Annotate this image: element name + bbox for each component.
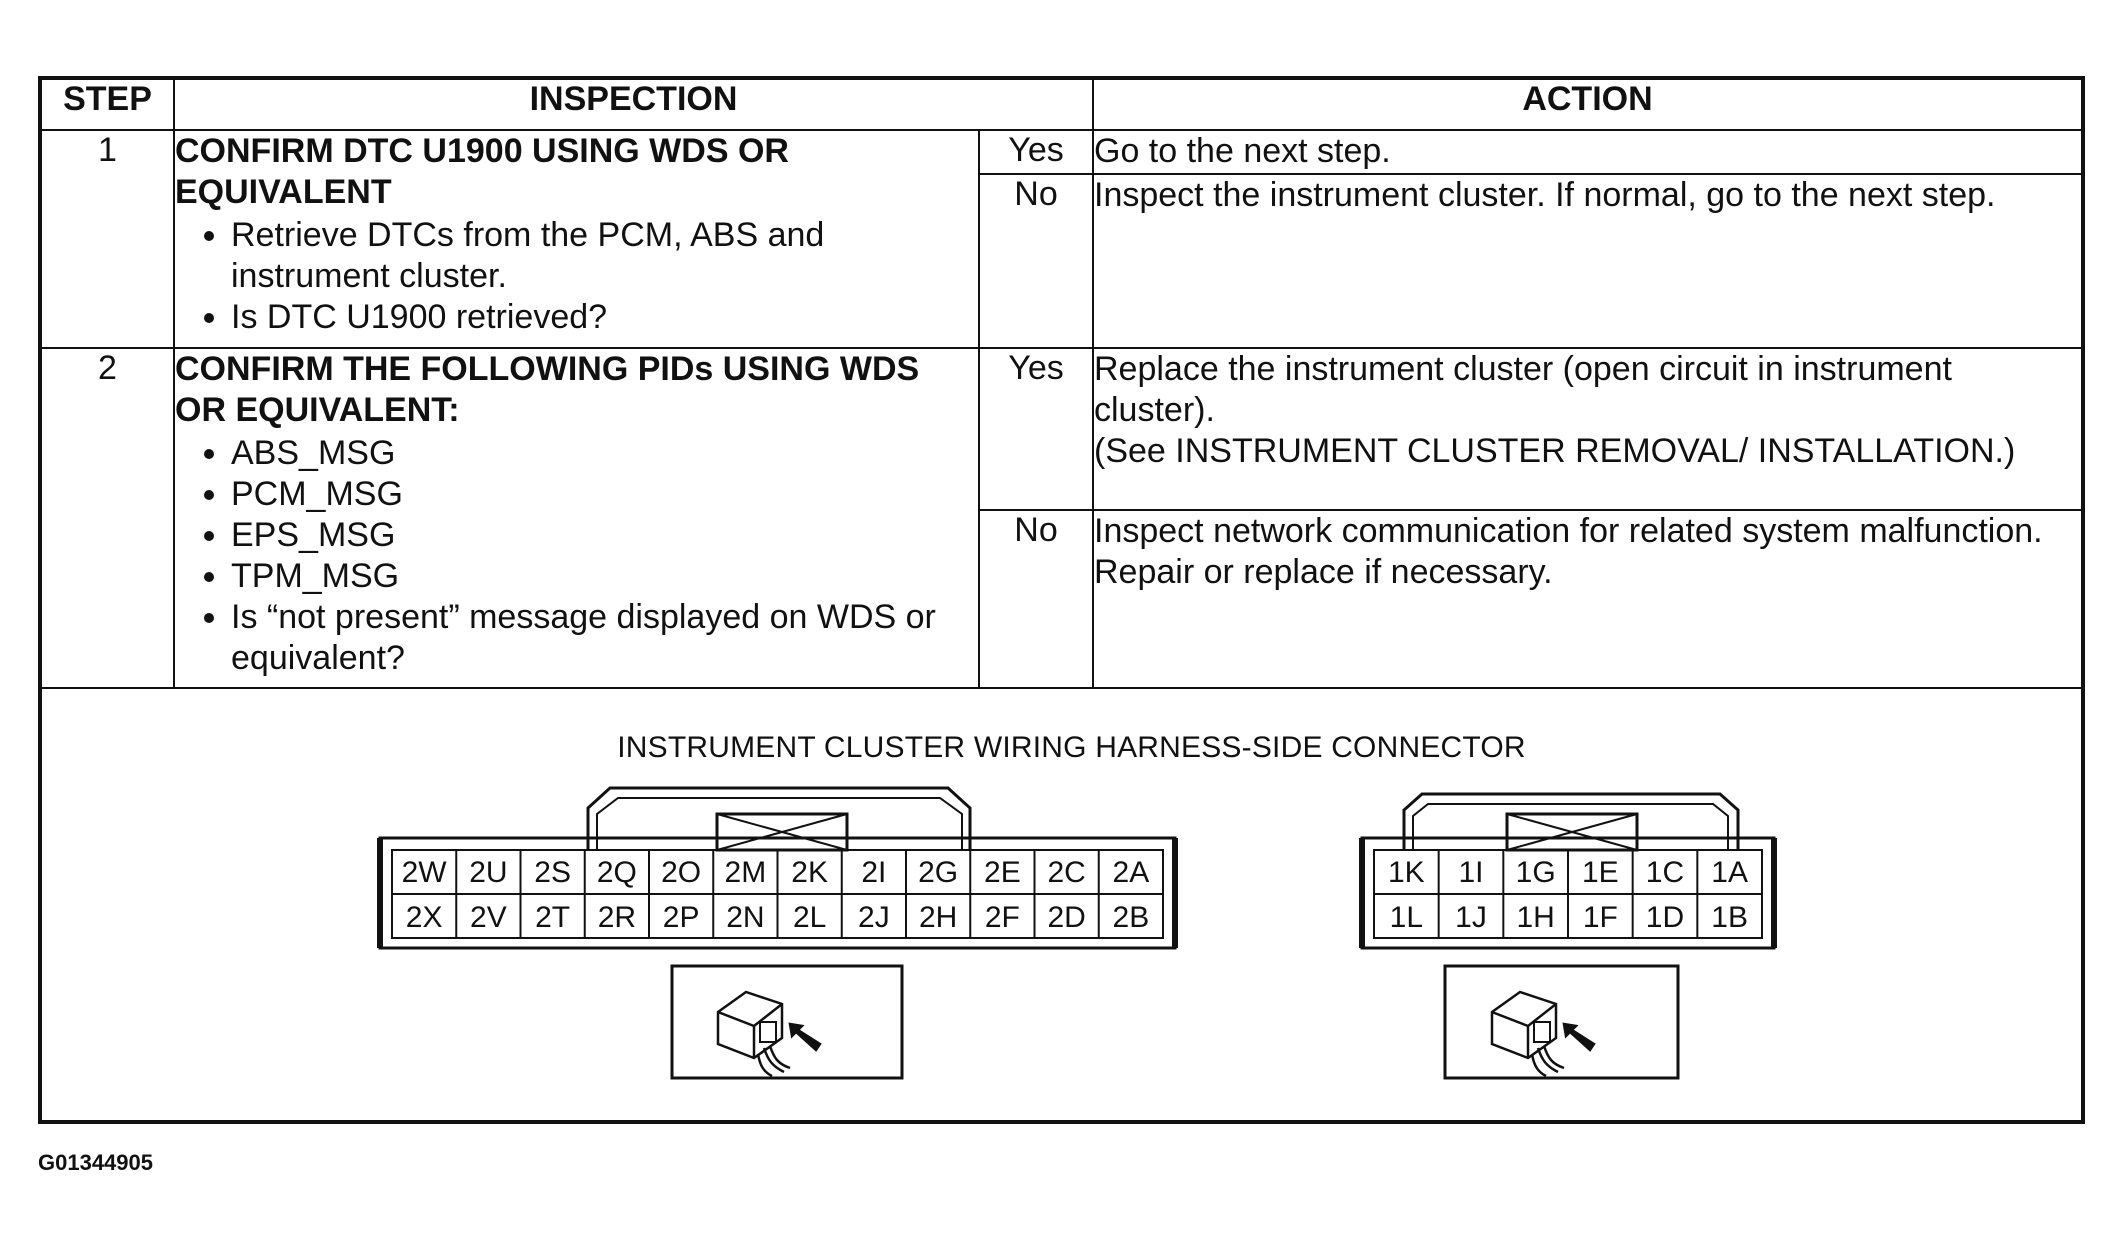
pin-label: 2Q: [596, 856, 637, 889]
inspection-table: STEP INSPECTION ACTION 1 CONFIRM DTC U19…: [42, 80, 2081, 689]
inspection-cell: CONFIRM THE FOLLOWING PIDs USING WDS OR …: [173, 347, 980, 689]
step-number: 2: [42, 347, 175, 689]
pin-label: 1I: [1458, 856, 1484, 889]
pin-label: 2E: [984, 856, 1021, 889]
pin-label: 1F: [1582, 901, 1618, 934]
pin-label: 2J: [858, 901, 890, 934]
no-action-text: Inspect the instrument cluster. If norma…: [1094, 176, 1996, 214]
pin-label: 2B: [1112, 901, 1150, 934]
pin-label: 1B: [1711, 901, 1748, 934]
pin-label: 1G: [1515, 856, 1556, 889]
pin-label: 1H: [1516, 901, 1555, 934]
pin-label: 1E: [1581, 856, 1619, 889]
inspection-title: CONFIRM THE FOLLOWING PIDs USING WDS OR …: [175, 350, 920, 429]
pin-label: 2G: [918, 856, 959, 889]
no-action-text: Inspect network communication for relate…: [1094, 512, 2043, 591]
pin-label: 1D: [1645, 901, 1685, 934]
list-item: EPS_MSG: [231, 515, 978, 556]
table-row: 2 CONFIRM THE FOLLOWING PIDs USING WDS O…: [42, 347, 2081, 689]
connector-view-arrow-icon: [1490, 990, 1596, 1078]
yes-action-text: Replace the instrument cluster (open cir…: [1094, 350, 2016, 470]
pin-label: 2A: [1112, 856, 1150, 889]
inspection-bullets: ABS_MSG PCM_MSG EPS_MSG TPM_MSG Is “not …: [175, 433, 978, 679]
header-action: ACTION: [1092, 80, 2081, 131]
pin-label: 1A: [1711, 856, 1748, 889]
table-row: 1 CONFIRM DTC U1900 USING WDS OR EQUIVAL…: [42, 129, 2081, 349]
view-icon-box: [1443, 964, 1680, 1080]
no-action: Inspect network communication for relate…: [1092, 509, 2081, 689]
pin-label: 1C: [1645, 856, 1685, 889]
pin-label: 2X: [405, 901, 443, 934]
pin-label: 2K: [791, 856, 828, 889]
header-inspection: INSPECTION: [173, 80, 1094, 131]
yes-action: Go to the next step.: [1092, 129, 2081, 175]
header-step: STEP: [42, 80, 175, 131]
yes-action: Replace the instrument cluster (open cir…: [1092, 347, 2081, 511]
connector-view-arrow-icon: [716, 990, 822, 1078]
table-header-row: STEP INSPECTION ACTION: [42, 80, 2081, 131]
pin-label: 1J: [1455, 901, 1487, 934]
pin-label: 2V: [470, 901, 507, 934]
pin-label: 2D: [1047, 901, 1086, 934]
pin-label: 2P: [662, 901, 700, 934]
connector-diagram: [377, 786, 1777, 1080]
pin-label: 2L: [792, 901, 827, 934]
inspection-cell: CONFIRM DTC U1900 USING WDS OR EQUIVALEN…: [173, 129, 980, 349]
pin-label: 1L: [1389, 901, 1424, 934]
list-item: ABS_MSG: [231, 433, 978, 474]
pin-label: 2S: [534, 856, 571, 889]
list-item: Retrieve DTCs from the PCM, ABS and inst…: [231, 215, 978, 297]
list-item: Is DTC U1900 retrieved?: [231, 297, 978, 338]
pin-label: 2W: [401, 856, 447, 889]
table-row: No Inspect network communication for rel…: [42, 509, 2081, 689]
pin-label: 2F: [984, 901, 1020, 934]
pin-label: 2U: [469, 856, 508, 889]
list-item: Is “not present” message displayed on WD…: [231, 597, 978, 679]
figure-title: INSTRUMENT CLUSTER WIRING HARNESS-SIDE C…: [617, 731, 1526, 764]
table-row: No Inspect the instrument cluster. If no…: [42, 173, 2081, 349]
pin-label: 2M: [724, 856, 767, 889]
list-item: PCM_MSG: [231, 474, 978, 515]
connector-figure: INSTRUMENT CLUSTER WIRING HARNESS-SIDE C…: [42, 690, 2081, 1120]
pin-label: 2N: [726, 901, 765, 934]
no-label: No: [979, 509, 1094, 689]
pin-label: 2T: [535, 901, 571, 934]
yes-label: Yes: [978, 129, 1094, 175]
pin-label: 2C: [1047, 856, 1086, 889]
view-icon-box: [670, 964, 904, 1080]
pin-label: 2I: [861, 856, 887, 889]
inspection-bullets: Retrieve DTCs from the PCM, ABS and inst…: [175, 215, 978, 338]
inspection-title: CONFIRM DTC U1900 USING WDS OR EQUIVALEN…: [175, 132, 789, 211]
pin-label: 2R: [597, 901, 637, 934]
inspection-document: STEP INSPECTION ACTION 1 CONFIRM DTC U19…: [38, 76, 2085, 1124]
figure-id: G01344905: [38, 1150, 153, 1175]
connector-1-housing: [1359, 792, 1777, 950]
no-action: Inspect the instrument cluster. If norma…: [1092, 173, 2081, 349]
pin-label: 2H: [918, 901, 958, 934]
pin-label: 1K: [1387, 856, 1425, 889]
pin-label: 2O: [661, 856, 702, 889]
step-number: 1: [42, 129, 175, 349]
no-label: No: [979, 173, 1094, 349]
list-item: TPM_MSG: [231, 556, 978, 597]
yes-label: Yes: [978, 347, 1094, 511]
yes-action-text: Go to the next step.: [1094, 132, 1391, 170]
